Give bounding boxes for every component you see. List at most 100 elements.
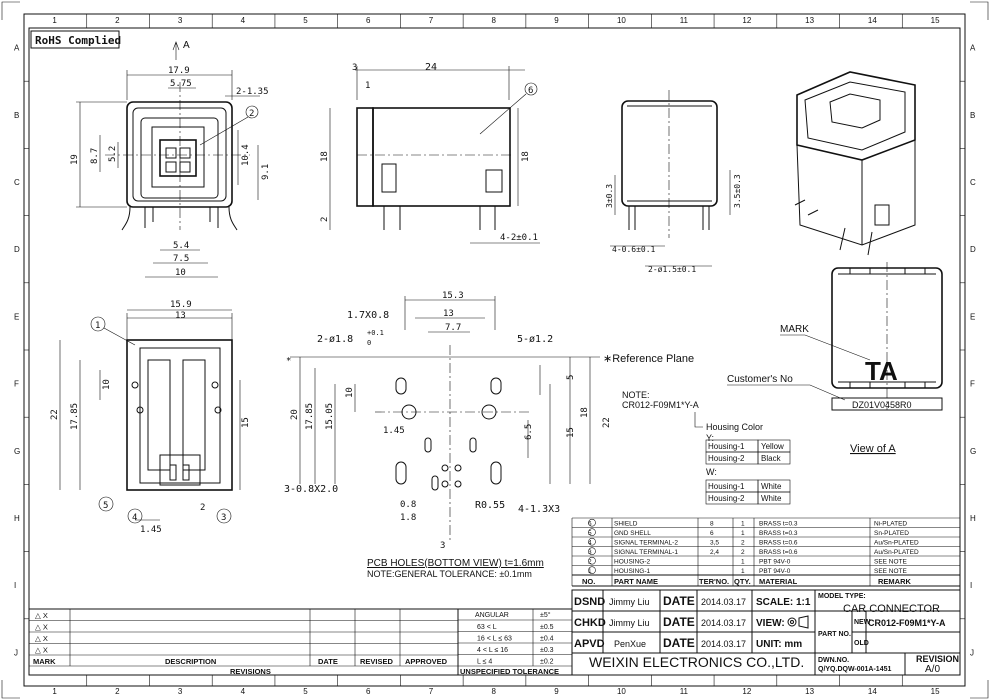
dim-17-85: 17.85 — [70, 403, 80, 430]
dsnd-name: Jimmy Liu — [609, 597, 650, 607]
tol-value: ±0.5 — [540, 624, 554, 631]
bom-cell: BRASS t=0.6 — [759, 540, 798, 547]
company-name: WEIXIN ELECTRONICS CO.,LTD. — [589, 654, 804, 670]
balloon-2: 2 — [249, 109, 254, 119]
bottom-view: 15.9 13 22 17.85 10 15 1.45 2 1 5 4 3 — [50, 300, 251, 535]
dim-2-d1-8: 2-ø1.8 — [317, 334, 353, 345]
bom-cell: 6 — [588, 521, 592, 528]
row-label: G — [970, 447, 976, 456]
customer-no: DZ01V0458R0 — [852, 400, 912, 410]
dim-10-pcb: 10 — [345, 387, 355, 398]
rohs-box — [30, 30, 120, 49]
bom-cell: GND SHELL — [614, 530, 651, 537]
dim-9-1: 9.1 — [261, 164, 271, 180]
dim-1-8: 1.8 — [400, 513, 416, 523]
isometric-view — [794, 71, 916, 256]
revision-label: REVISION — [916, 654, 959, 664]
date-1: 2014.03.17 — [701, 597, 746, 607]
dim-r0-55: R0.55 — [475, 500, 505, 511]
tol-range: 63 < L — [477, 624, 497, 631]
view-label: VIEW: — [756, 618, 785, 629]
column-label: 4 — [241, 687, 246, 696]
bom-header: MATERIAL — [759, 577, 798, 586]
column-label: 10 — [617, 16, 626, 25]
column-label: 15 — [931, 687, 940, 696]
column-label: 5 — [303, 687, 308, 696]
bom-cell: PBT 94V-0 — [759, 559, 791, 566]
part-no: CR012-F09M1*Y-A — [868, 618, 946, 628]
dim-1-45-pcb: 1.45 — [383, 426, 405, 436]
dim-5-2: 5.2 — [108, 146, 118, 162]
row-label: J — [14, 648, 18, 657]
rev-description-header: DESCRIPTION — [165, 657, 216, 666]
balloon-6: 6 — [528, 86, 533, 96]
column-label: 11 — [680, 16, 689, 25]
column-label: 3 — [178, 687, 183, 696]
bom-cell: SIGNAL TERMINAL-2 — [614, 540, 678, 547]
color-table-color: Yellow — [761, 442, 784, 451]
color-table-housing: Housing-2 — [708, 454, 745, 463]
dim-22: 22 — [50, 409, 60, 420]
row-label: F — [14, 380, 19, 389]
old-label: OLD — [854, 640, 869, 647]
rev-revised-header: REVISED — [360, 657, 394, 666]
dim-2-d1-8-tol: +0.1 — [367, 329, 384, 337]
bom-header: QTY. — [734, 577, 751, 586]
column-label: 3 — [178, 16, 183, 25]
rev-mark: △ X — [35, 623, 48, 632]
column-label: 2 — [115, 16, 120, 25]
dim-3: 3 — [352, 63, 357, 73]
bom-cell: Au/Sn-PLATED — [874, 549, 919, 556]
balloon-1: 1 — [95, 321, 100, 331]
dim-13-bottom: 13 — [175, 311, 186, 321]
bom-cell: 2 — [588, 559, 592, 566]
row-label: I — [14, 581, 16, 590]
row-label: A — [14, 44, 20, 53]
color-table-color: White — [761, 494, 782, 503]
dim-1-7x0-8: 1.7X0.8 — [347, 310, 389, 321]
dim-20: 20 — [290, 409, 300, 420]
column-label: 9 — [554, 687, 559, 696]
unit: UNIT: mm — [756, 639, 802, 650]
bom-cell: 2,4 — [710, 549, 719, 556]
model-type-label: MODEL TYPE: — [818, 593, 866, 600]
dim-1-45: 1.45 — [140, 525, 162, 535]
bom-cell: 3,5 — [710, 540, 719, 547]
bom-cell: 2 — [741, 549, 745, 556]
row-label: J — [970, 648, 974, 657]
dim-1: 1 — [365, 81, 370, 91]
note-y: Y: — [706, 433, 714, 443]
column-label: 2 — [115, 687, 120, 696]
bom-cell: SEE NOTE — [874, 559, 908, 566]
customer-no-label: Customer's No — [727, 374, 793, 385]
chkd-label: CHKD — [574, 617, 606, 629]
rohs-label: RoHS Complied — [35, 34, 121, 47]
bom-cell: Sn-PLATED — [874, 530, 909, 537]
note-part: CR012-F09M1*Y-A — [622, 400, 699, 410]
dim-15-3: 15.3 — [442, 291, 464, 301]
rev-mark: △ X — [35, 634, 48, 643]
dim-5-75: 5.75 — [170, 79, 192, 89]
front-view: A 17.9 5.75 2-1.35 2 19 8.7 5.2 10.4 9.1… — [70, 40, 271, 278]
row-label: D — [14, 245, 20, 254]
balloon-3: 3 — [221, 513, 226, 523]
dim-7-5: 7.5 — [173, 254, 189, 264]
side-view: 24 3 1 18 2 18 4-2±0.1 6 — [320, 62, 540, 244]
column-label: 6 — [366, 687, 371, 696]
bom-header: REMARK — [878, 577, 911, 586]
dim-6-5: 6.5 — [524, 424, 534, 440]
row-label: H — [14, 514, 20, 523]
date-2: 2014.03.17 — [701, 618, 746, 628]
tol-angular: ANGULAR — [475, 612, 509, 619]
housing-color-label: Housing Color — [706, 422, 763, 432]
column-label: 7 — [429, 16, 434, 25]
column-label: 15 — [931, 16, 940, 25]
column-label: 8 — [492, 687, 497, 696]
bom-header: NO. — [582, 577, 595, 586]
column-label: 1 — [52, 687, 57, 696]
